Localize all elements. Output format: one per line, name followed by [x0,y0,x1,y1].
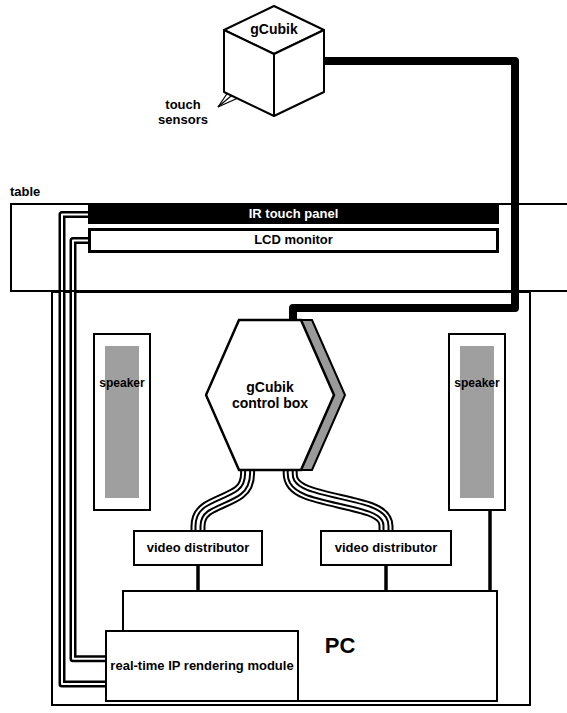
cable-stroke [384,566,388,590]
video-distributor-box: video distributor [133,530,263,566]
node-text: gCubik [222,21,326,37]
node-text: LCD monitor [254,233,333,248]
node-text: video distributor [147,541,250,556]
cable-stroke [198,469,248,530]
cable-stroke [290,469,386,530]
pc-box: PCreal-time IP rendering module [122,590,498,702]
cable-stroke [290,469,386,530]
node-text: PC [325,633,356,658]
video-distributor-box: video distributor [320,530,452,566]
cable-connector [386,566,387,590]
node-text: video distributor [335,541,438,556]
node-text: real-time IP rendering module [110,659,293,674]
speaker-grille [105,346,139,498]
node-text: speaker [99,377,144,391]
cable-stroke [196,566,200,590]
cable-connector [290,469,386,530]
control-box-hexagon: gCubik control box [205,318,347,472]
cable-connector [198,469,248,530]
cable-stroke [488,511,492,590]
cable-connector [198,566,199,590]
cable-stroke [198,469,248,530]
cable-connector [293,61,515,320]
cable-stroke [198,469,248,530]
hexagon-face [206,320,334,470]
speaker-grille [460,346,494,498]
cable-stroke [290,469,386,530]
cube-right-face [274,30,324,116]
node-text: IR touch panel [249,207,339,222]
table-band: tableIR touch panelLCD monitor [10,203,567,292]
ir-touch-panel: IR touch panel [88,205,499,224]
cube-left-face [224,30,274,116]
node-text: gCubik control box [224,379,316,411]
cable-stroke [293,61,515,320]
cable-stroke [198,469,248,530]
cable-connector [490,511,491,590]
lcd-monitor: LCD monitor [88,228,499,253]
node-text: table [10,185,40,200]
gcubik-cube: gCubik [222,4,326,118]
node-text: speaker [454,377,499,391]
touch-sensors-label: touch sensors [150,98,216,128]
speaker-box: speaker [93,333,151,511]
cabinet-outline [52,292,530,705]
rendering-module-box: real-time IP rendering module [105,630,299,702]
cable-stroke [290,469,386,530]
speaker-box: speaker [448,333,506,511]
